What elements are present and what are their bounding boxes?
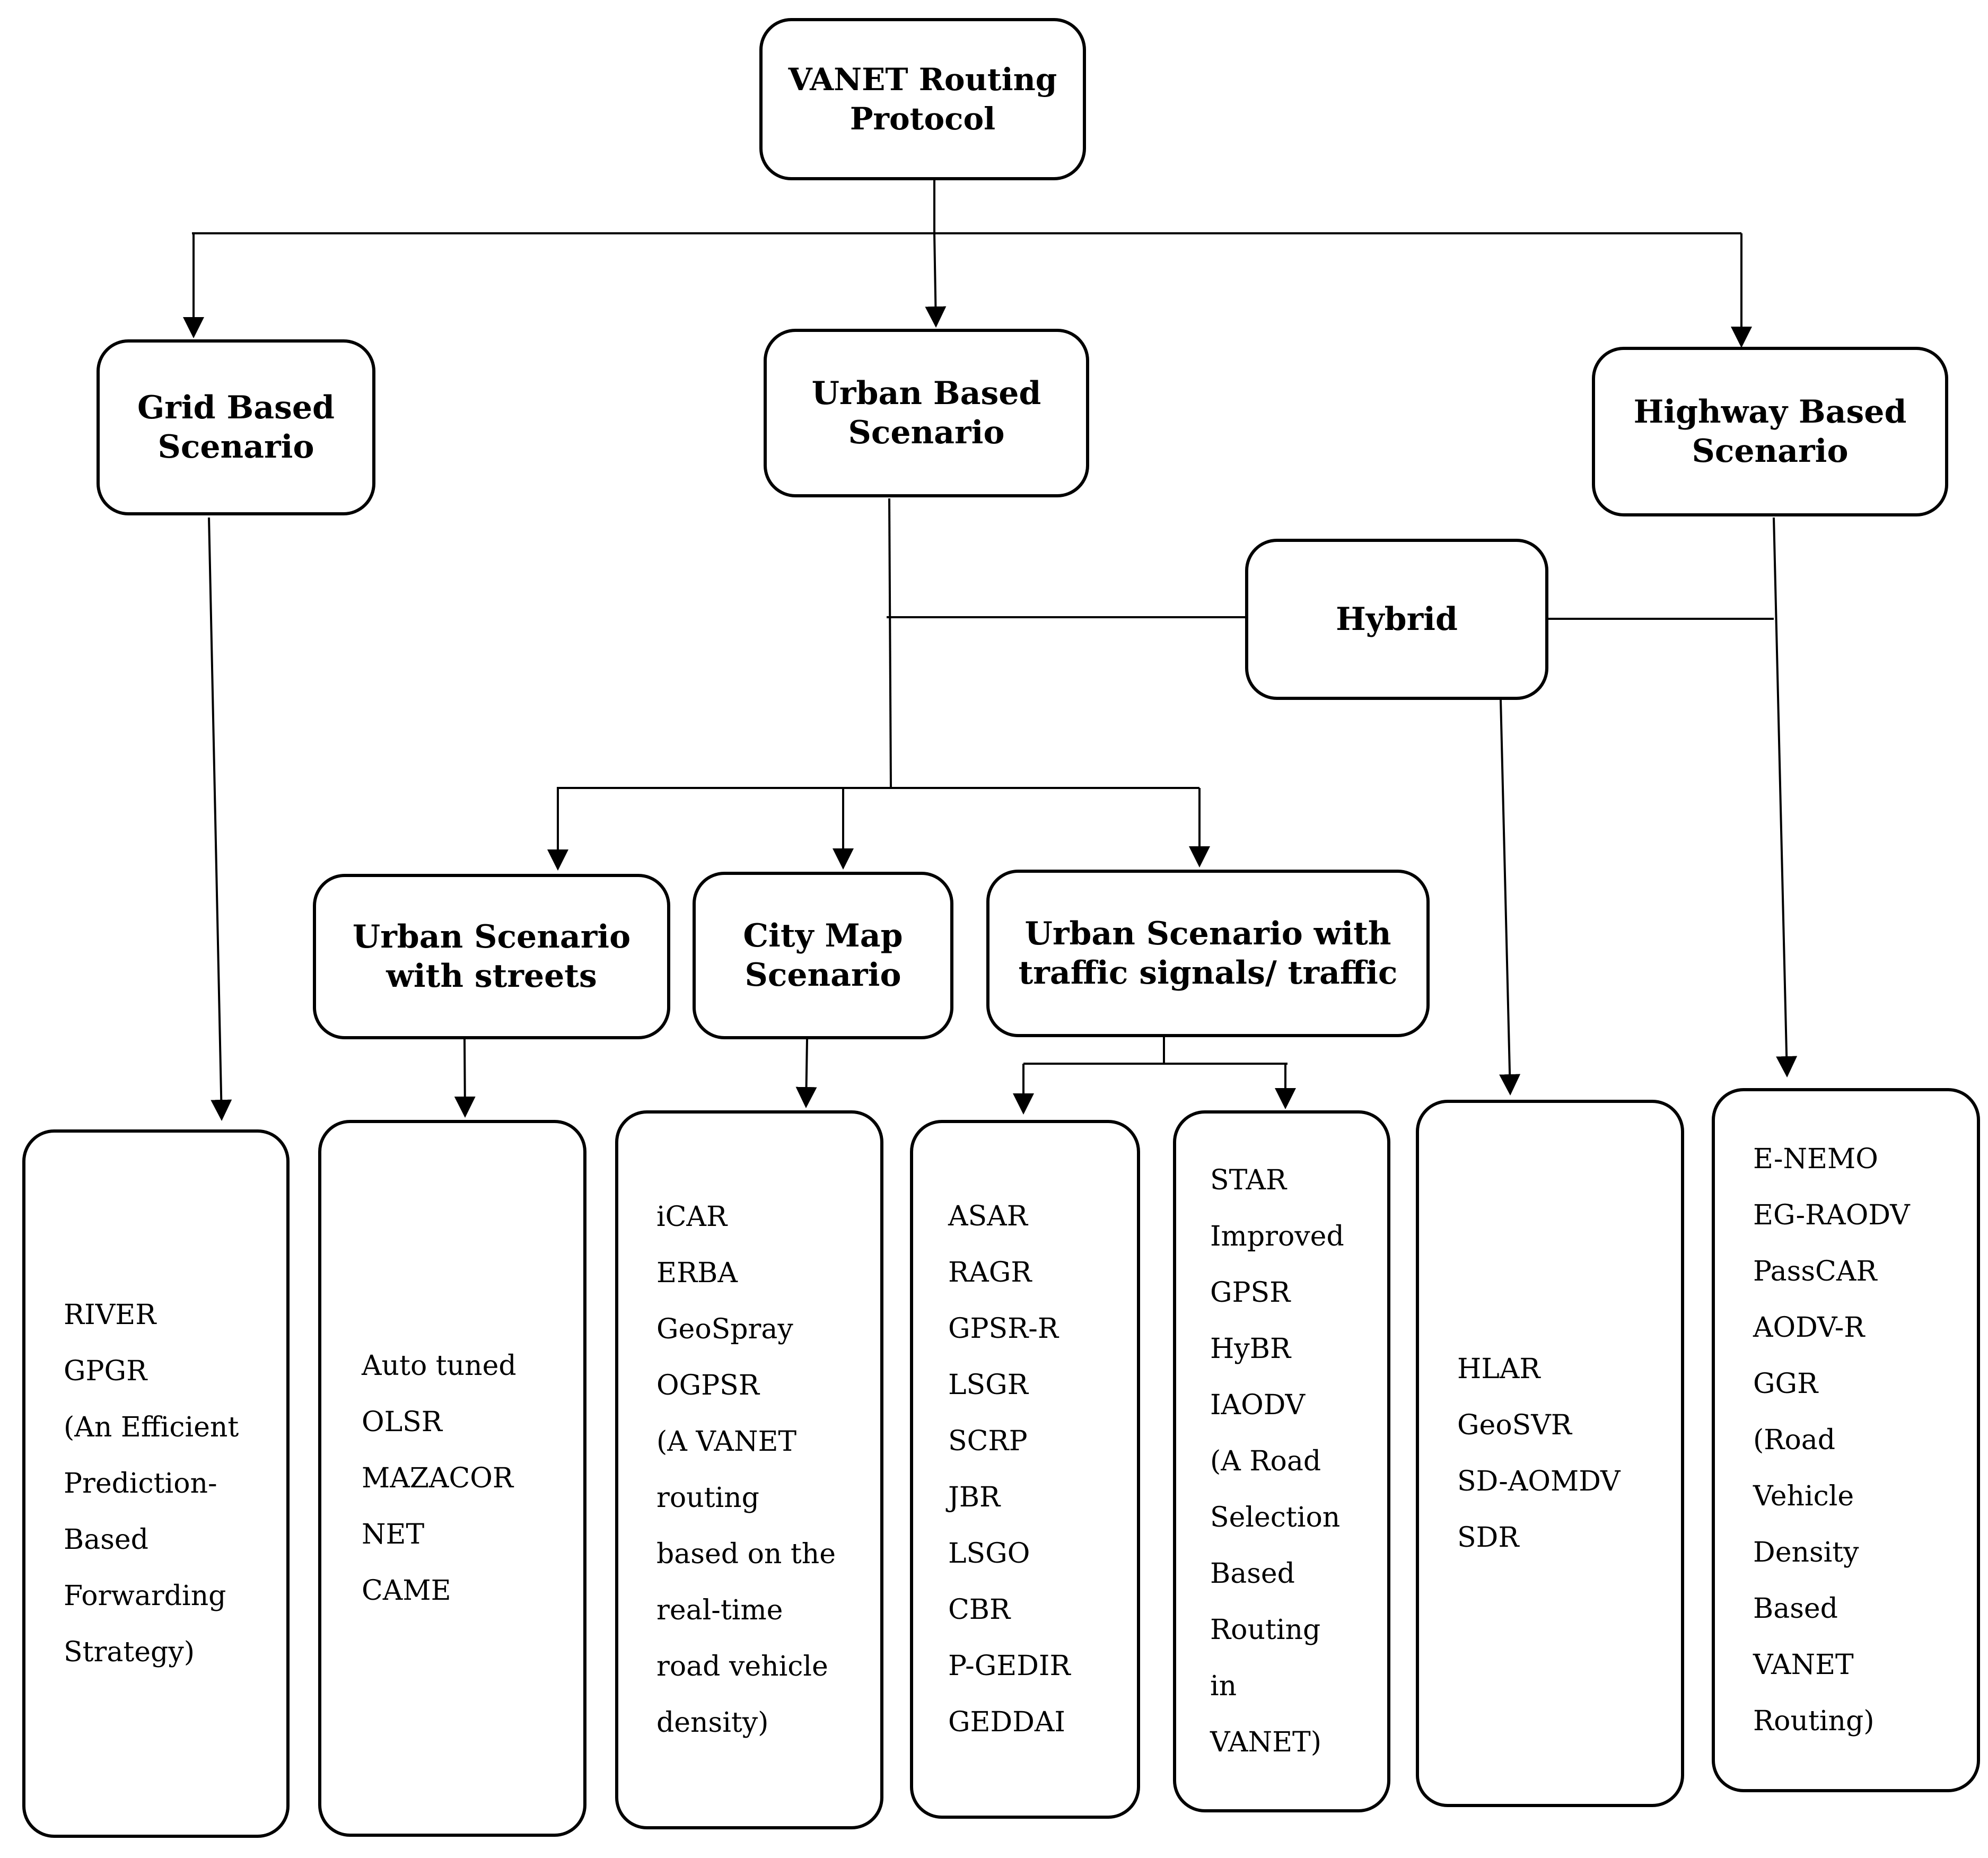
grid-based-scenario-box: Grid Based Scenario <box>97 339 375 515</box>
urban-based-scenario-box: Urban Based Scenario <box>764 329 1089 497</box>
city-map-box: City Map Scenario <box>693 872 953 1039</box>
list-item: AODV-R <box>1753 1312 1865 1344</box>
hybrid-box: Hybrid <box>1245 539 1548 700</box>
list-item: Improved <box>1210 1221 1344 1252</box>
list-item: GGR <box>1753 1368 1818 1400</box>
list-item: Selection <box>1210 1502 1341 1533</box>
root-label-line-2: Protocol <box>850 101 996 137</box>
list-item: Forwarding <box>64 1580 226 1612</box>
streets-protocol-list: Auto tuned OLSR MAZACOR NET CAME <box>318 1120 586 1837</box>
list-item: PassCAR <box>1753 1256 1877 1287</box>
traffic-label-line-2: traffic signals/ traffic <box>1018 954 1398 992</box>
grid-protocol-list: RIVER GPGR (An Efficient Prediction- Bas… <box>22 1129 290 1838</box>
list-item: (A VANET <box>656 1426 797 1458</box>
list-item: (A Road <box>1210 1445 1321 1477</box>
list-item: density) <box>656 1707 769 1739</box>
connector-urban-down <box>888 498 892 788</box>
list-item: RAGR <box>948 1257 1032 1289</box>
list-item: LSGR <box>948 1369 1028 1401</box>
list-item: Based <box>64 1524 148 1556</box>
grid-label-line-1: Grid Based <box>137 389 335 426</box>
list-item: Prediction- <box>64 1468 217 1500</box>
city-map-protocol-list: iCAR ERBA GeoSpray OGPSR (A VANET routin… <box>615 1110 883 1829</box>
urban-traffic-box: Urban Scenario with traffic signals/ tra… <box>986 870 1430 1037</box>
list-item: Strategy) <box>64 1636 195 1668</box>
list-item: E-NEMO <box>1753 1143 1878 1175</box>
list-item: OGPSR <box>656 1370 759 1401</box>
list-item: GPSR <box>1210 1277 1291 1309</box>
list-item: iCAR <box>656 1201 728 1233</box>
list-item: JBR <box>948 1482 1001 1513</box>
urban-label-line-1: Urban Based <box>811 375 1041 412</box>
list-item: in <box>1210 1670 1237 1702</box>
arrow-city-map-to-list <box>795 1039 817 1108</box>
list-item: Routing) <box>1753 1705 1875 1737</box>
traffic-label-line-1: Urban Scenario with <box>1024 915 1391 952</box>
list-item: Auto tuned <box>362 1350 516 1382</box>
grid-label-line-2: Scenario <box>157 428 314 466</box>
urban-streets-box: Urban Scenario with streets <box>313 874 670 1039</box>
list-item: HLAR <box>1457 1353 1540 1385</box>
list-item: ERBA <box>656 1257 738 1289</box>
list-item: HyBR <box>1210 1333 1291 1365</box>
urban-label-line-2: Scenario <box>848 414 1005 451</box>
hybrid-label: Hybrid <box>1336 601 1458 638</box>
arrow-to-urban <box>925 233 947 328</box>
traffic-protocol-list-b: STAR Improved GPSR HyBR IAODV (A Road Se… <box>1173 1110 1390 1812</box>
list-item: based on the <box>656 1538 836 1570</box>
list-item: GeoSpray <box>656 1313 793 1345</box>
arrow-hybrid-to-list <box>1499 699 1521 1095</box>
list-item: CAME <box>362 1575 451 1607</box>
city-map-label-line-2: Scenario <box>745 957 901 994</box>
list-item: CBR <box>948 1594 1011 1626</box>
list-item: GeoSVR <box>1457 1409 1572 1441</box>
highway-protocol-list: E-NEMO EG-RAODV PassCAR AODV-R GGR (Road… <box>1712 1088 1980 1792</box>
list-item: NET <box>362 1519 425 1550</box>
list-item: OLSR <box>362 1406 442 1438</box>
list-item: MAZACOR <box>362 1462 514 1494</box>
root-label-line-1: VANET Routing <box>788 62 1057 98</box>
list-item: SDR <box>1457 1522 1519 1554</box>
list-item: VANET) <box>1210 1726 1322 1758</box>
list-item: RIVER <box>64 1299 156 1331</box>
highway-based-scenario-box: Highway Based Scenario <box>1592 347 1948 516</box>
list-item: Routing <box>1210 1614 1321 1646</box>
streets-label-line-1: Urban Scenario <box>352 918 631 956</box>
arrow-grid-to-list <box>208 517 232 1121</box>
highway-label-line-1: Highway Based <box>1633 393 1907 431</box>
list-item: GEDDAI <box>948 1706 1065 1738</box>
list-item: Based <box>1753 1593 1838 1625</box>
hybrid-protocol-list: HLAR GeoSVR SD-AOMDV SDR <box>1416 1100 1684 1807</box>
list-item: STAR <box>1210 1164 1287 1196</box>
streets-label-line-2: with streets <box>386 958 597 995</box>
list-item: SD-AOMDV <box>1457 1466 1621 1497</box>
list-item: LSGO <box>948 1538 1030 1570</box>
highway-label-line-2: Scenario <box>1692 433 1849 470</box>
list-item: routing <box>656 1482 759 1514</box>
arrow-highway-to-list <box>1773 517 1798 1077</box>
root-box: VANET Routing Protocol <box>759 18 1086 180</box>
traffic-protocol-list-a: ASAR RAGR GPSR-R LSGR SCRP JBR LSGO CBR … <box>910 1120 1140 1819</box>
list-item: EG-RAODV <box>1753 1199 1910 1231</box>
list-item: GPGR <box>64 1355 147 1387</box>
list-item: (Road <box>1753 1424 1836 1456</box>
list-item: P-GEDIR <box>948 1650 1071 1682</box>
list-item: GPSR-R <box>948 1313 1059 1345</box>
list-item: real-time <box>656 1594 783 1626</box>
list-item: ASAR <box>948 1200 1028 1232</box>
list-item: (An Efficient <box>64 1412 239 1443</box>
list-item: Based <box>1210 1558 1295 1590</box>
list-item: IAODV <box>1210 1389 1306 1421</box>
list-item: Vehicle <box>1753 1480 1854 1512</box>
list-item: Density <box>1753 1537 1859 1568</box>
city-map-label-line-1: City Map <box>743 917 903 954</box>
list-item: road vehicle <box>656 1651 828 1682</box>
list-item: SCRP <box>948 1425 1028 1457</box>
list-item: VANET <box>1753 1649 1854 1681</box>
